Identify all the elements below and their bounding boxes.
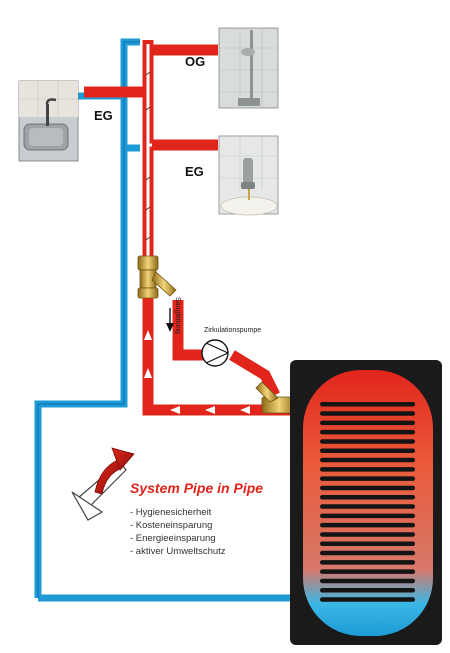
cold-water-pipes-inner (37, 41, 140, 598)
coil-bar (320, 485, 415, 491)
coil-bar (320, 569, 415, 574)
hot-water-storage-tank (290, 360, 442, 645)
label-eg-left: EG (94, 108, 113, 123)
heat-exchanger-coil (320, 402, 415, 602)
pipe-in-pipe-logo-icon (71, 447, 135, 521)
coil-bar (320, 522, 415, 528)
kitchen-sink-photo (18, 80, 79, 162)
legend-bullet: - Hygienesicherheit (130, 507, 212, 518)
coil-bar (320, 597, 415, 602)
coil-bar (320, 588, 415, 593)
legend-bullets: - Hygienesicherheit - Kosteneinsparung -… (130, 507, 226, 557)
coil-bar (320, 550, 415, 556)
legend-title: System Pipe in Pipe (130, 480, 263, 496)
coil-bar (320, 541, 415, 546)
coil-bar (320, 467, 415, 472)
coil-bar (320, 448, 415, 453)
coil-bar (320, 457, 415, 463)
legend-bullet: - Kosteneinsparung (130, 520, 212, 531)
legend-bullet: - aktiver Umweltschutz (130, 546, 226, 557)
coil-bar (320, 439, 415, 444)
washbasin-photo (218, 135, 279, 216)
label-og: OG (185, 54, 205, 69)
coil-bar (320, 504, 415, 509)
suction-direction-arrow-icon (166, 308, 174, 332)
upper-y-fitting (137, 255, 177, 299)
shower-photo (218, 27, 279, 109)
flow-arrow-icon (144, 330, 250, 414)
coil-bar (320, 476, 415, 481)
coil-bar (320, 578, 415, 584)
coil-bar (320, 420, 415, 426)
coil-bar (320, 411, 415, 416)
circulation-pump-icon (201, 339, 229, 367)
label-pumpe: Zirkulationspumpe (204, 327, 261, 334)
label-saugleitung: Saugleitung (174, 297, 181, 334)
coil-bar (320, 402, 415, 407)
coil-bar (320, 560, 415, 565)
coil-bar (320, 532, 415, 537)
label-eg-right: EG (185, 164, 204, 179)
coil-bar (320, 513, 415, 519)
coil-bar (320, 429, 415, 435)
flow-markers (145, 71, 151, 241)
coil-bar (320, 495, 415, 500)
legend-bullet: - Energieeinsparung (130, 533, 216, 544)
